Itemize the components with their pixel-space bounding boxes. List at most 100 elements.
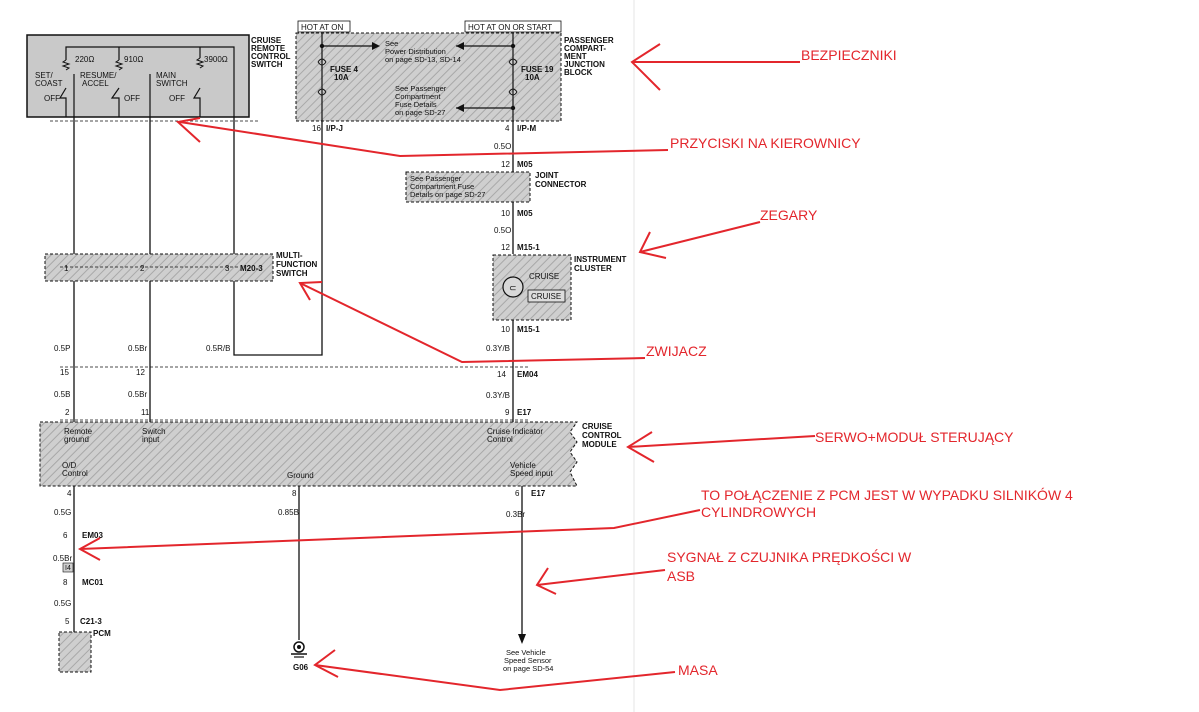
conn-m151-a: M15-1 [517, 243, 540, 252]
mod-cruise-ind-2: Control [487, 435, 513, 444]
conn-mc01: MC01 [82, 578, 104, 587]
wire-05br-b: 0.5Br [128, 390, 147, 399]
mod-title-3: MODULE [582, 440, 617, 449]
jb-title-2: COMPART- [564, 44, 606, 53]
see-pc-4: on page SD-27 [395, 108, 445, 117]
pin-5: 5 [65, 617, 70, 626]
see-pc-1: See Passenger [395, 84, 447, 93]
wire-03yb-b: 0.3Y/B [486, 391, 510, 400]
resume-accel-label-1: RESUME/ [80, 71, 117, 80]
main-switch-label-2: SWITCH [156, 79, 188, 88]
conn-c213: C21-3 [80, 617, 102, 626]
mod-title-2: CONTROL [582, 431, 622, 440]
pin-11: 11 [141, 408, 150, 417]
hot-at-on-or-start-label: HOT AT ON OR START [468, 23, 552, 32]
jb-title-1: PASSENGER [564, 36, 614, 45]
off-label-2: OFF [124, 94, 140, 103]
conn-m05-b: M05 [517, 209, 533, 218]
resistor-910-label: 910Ω [124, 55, 143, 64]
wire-05g-a: 0.5G [54, 508, 71, 517]
wire-05o-a: 0.5O [494, 142, 511, 151]
instrument-cluster: ⊂ CRUISE CRUISE INSTRUMENT CLUSTER [492, 254, 627, 321]
set-coast-label-1: SET/ [35, 71, 54, 80]
see-pc-2: Compartment [395, 92, 441, 101]
jc-note-3: Details on page SD-27 [410, 190, 485, 199]
wire-05o-b: 0.5O [494, 226, 511, 235]
mod-remote-ground-1: Remote [64, 427, 93, 436]
mod-od-1: O/D [62, 461, 76, 470]
wire-05br-c: 0.5Br [53, 554, 72, 563]
conn-ipm: I/P-M [517, 124, 536, 133]
mod-title-1: CRUISE [582, 422, 613, 431]
power-headers: HOT AT ON HOT AT ON OR START [297, 20, 562, 33]
set-coast-label-2: COAST [35, 79, 63, 88]
note-zegary: ZEGARY [760, 207, 818, 223]
g06-label: G06 [293, 663, 309, 672]
pin-2: 2 [65, 408, 70, 417]
fuse4-label-2: 10A [334, 73, 349, 82]
resume-accel-label-2: ACCEL [82, 79, 109, 88]
mfs-title-2: FUNCTION [276, 260, 318, 269]
off-label-1: OFF [44, 94, 60, 103]
see-vss-1: See Vehicle [506, 648, 546, 657]
wire-05p: 0.5P [54, 344, 70, 353]
joint-connector: See Passenger Compartment Fuse Details o… [405, 171, 587, 203]
switch-title-3: CONTROL [251, 52, 291, 61]
note-pcm-1: TO POŁĄCZENIE Z PCM JEST W WYPADKU SILNI… [701, 487, 1073, 503]
switch-title-1: CRUISE [251, 36, 282, 45]
note-zwijacz: ZWIJACZ [646, 343, 707, 359]
pin-9: 9 [505, 408, 510, 417]
note-sygnal-1: SYGNAŁ Z CZUJNIKA PRĘDKOŚCI W [667, 548, 912, 565]
conn-m151-b: M15-1 [517, 325, 540, 334]
mfs-title-3: SWITCH [276, 269, 308, 278]
ground-g06 [291, 641, 307, 658]
annotation-arrows [77, 43, 816, 692]
mod-od-2: Control [62, 469, 88, 478]
conn-m05-a: M05 [517, 160, 533, 169]
pin-6-b: 6 [63, 531, 68, 540]
wire-085b: 0.85B [278, 508, 299, 517]
fuse19-label-2: 10A [525, 73, 540, 82]
pin-8-b: 8 [63, 578, 68, 587]
wire-05br-a: 0.5Br [128, 344, 147, 353]
mod-vs-2: Speed input [510, 469, 553, 478]
mod-cruise-ind-1: Cruise Indicator [487, 427, 543, 436]
conn-em04: EM04 [517, 370, 538, 379]
hot-at-on-label: HOT AT ON [301, 23, 343, 32]
fuse19-label-1: FUSE 19 [521, 65, 554, 74]
note-masa: MASA [678, 662, 718, 678]
note-bezpieczniki: BEZPIECZNIKI [801, 47, 897, 63]
wire-05rb: 0.5R/B [206, 344, 230, 353]
see-pd-2: Power Distribution [385, 47, 446, 56]
pin-10-b: 10 [501, 325, 510, 334]
cruise-indicator-label: CRUISE [531, 292, 561, 301]
note-serwo: SERWO+MODUŁ STERUJĄCY [815, 429, 1014, 445]
cruise-lamp-label: CRUISE [529, 272, 559, 281]
jc-note-2: Compartment Fuse [410, 182, 474, 191]
jb-title-4: JUNCTION [564, 60, 605, 69]
cruise-lamp-icon: ⊂ [509, 283, 517, 293]
jc-title-2: CONNECTOR [535, 180, 587, 189]
note-pcm-2: CYLINDROWYCH [701, 504, 816, 520]
wire-05g-b: 0.5G [54, 599, 71, 608]
conn-em03: EM03 [82, 531, 103, 540]
cruise-remote-control-switch: 220Ω 910Ω 3900Ω SET/ COAST RESUME/ ACCEL… [26, 34, 291, 122]
pin-12-c: 12 [136, 368, 145, 377]
mfs-pin-1: 1 [64, 264, 69, 273]
annotation-texts: BEZPIECZNIKI PRZYCISKI NA KIEROWNICY ZEG… [646, 47, 1073, 678]
see-pc-3: Fuse Details [395, 100, 437, 109]
jc-note-1: See Passenger [410, 174, 462, 183]
pin-14: 14 [497, 370, 506, 379]
i4-label: I4 [65, 565, 71, 572]
pin-16: 16 [312, 124, 321, 133]
pin-15: 15 [60, 368, 69, 377]
pcm-box [58, 631, 92, 673]
main-switch-label-1: MAIN [156, 71, 176, 80]
pin-10-a: 10 [501, 209, 510, 218]
wire-03yb-a: 0.3Y/B [486, 344, 510, 353]
see-pd-3: on page SD-13, SD-14 [385, 55, 461, 64]
pcm-label: PCM [93, 629, 111, 638]
resistor-220-label: 220Ω [75, 55, 94, 64]
see-pd-1: See [385, 39, 398, 48]
